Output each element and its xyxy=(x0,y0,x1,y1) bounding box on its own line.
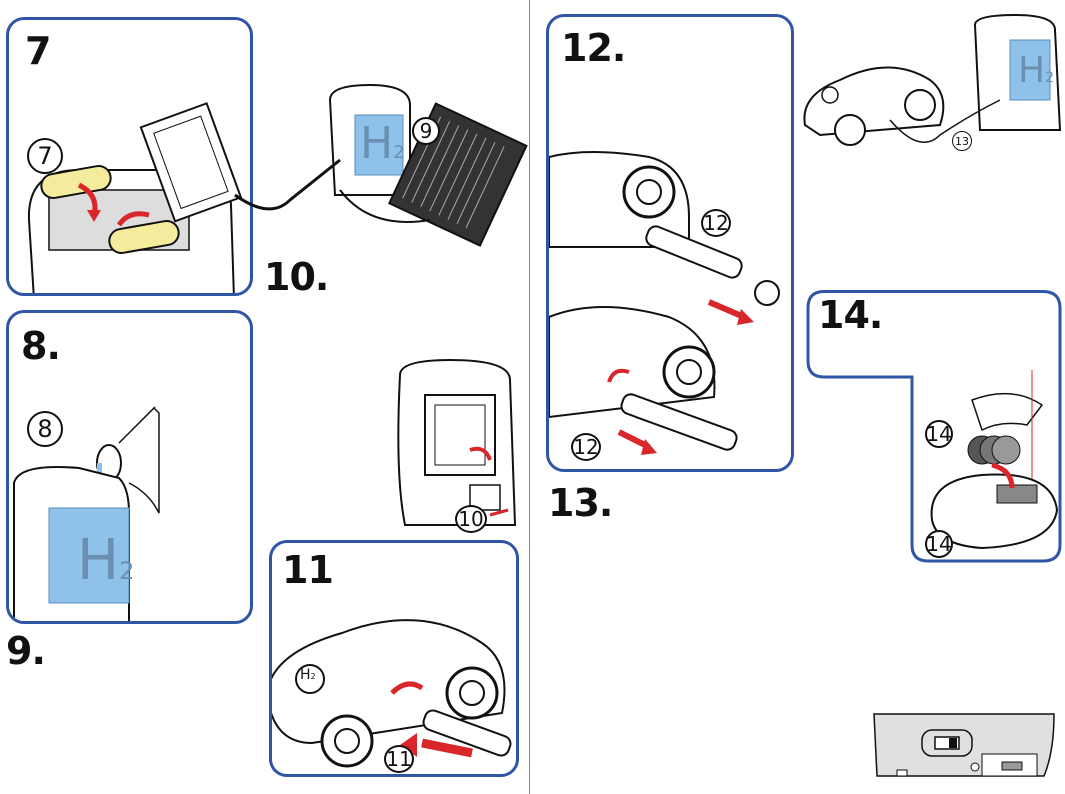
car-syringe-illustration xyxy=(272,619,512,768)
tank-switch-illustration xyxy=(397,358,517,526)
underside-switch-illustration xyxy=(873,713,1055,777)
step-13-label: 13. xyxy=(548,481,613,525)
h2-label-tank-9: H2 xyxy=(360,118,405,169)
syringe-extract-illustration xyxy=(549,151,780,455)
step-12-label: 12. xyxy=(561,26,626,70)
step-14-label: 14. xyxy=(818,293,883,337)
panel-step-11: 11 H2 11 xyxy=(269,540,519,777)
h2-label-tank-13: H2 xyxy=(1018,50,1054,91)
car-tank-connection-illustration xyxy=(803,13,1062,146)
circled-9-marker: 9 xyxy=(412,117,440,145)
circled-14-bottom-marker: 14 xyxy=(925,530,953,558)
step-8-label: 8. xyxy=(21,324,61,368)
circled-13-marker: 13 xyxy=(952,131,972,151)
circled-10-marker: 10 xyxy=(455,505,487,533)
panel-step-12: 12. 12 12 xyxy=(546,14,794,472)
step-10-label: 10. xyxy=(264,255,329,299)
panel-step-8: 8. 8 H2 xyxy=(6,310,253,624)
h2-label-bottle: H2 xyxy=(77,528,135,593)
circled-12-top-marker: 12 xyxy=(701,209,731,237)
circled-8-marker: 8 xyxy=(27,411,63,447)
circled-11-marker: 11 xyxy=(384,745,414,773)
h2-label-car-11: H2 xyxy=(300,667,316,683)
circled-14-top-marker: 14 xyxy=(925,420,953,448)
circled-7-marker: 7 xyxy=(27,138,63,174)
step-7-label: 7 xyxy=(25,29,51,73)
page-divider xyxy=(529,0,530,794)
step-11-label: 11 xyxy=(282,548,334,592)
water-filling-illustration xyxy=(13,406,160,621)
motor-assembly-illustration xyxy=(930,370,1059,550)
panel-step-7: 7 7 xyxy=(6,17,253,296)
step-9-label: 9. xyxy=(6,629,46,673)
circled-12-bottom-marker: 12 xyxy=(571,433,601,461)
battery-compartment-illustration xyxy=(27,102,243,293)
